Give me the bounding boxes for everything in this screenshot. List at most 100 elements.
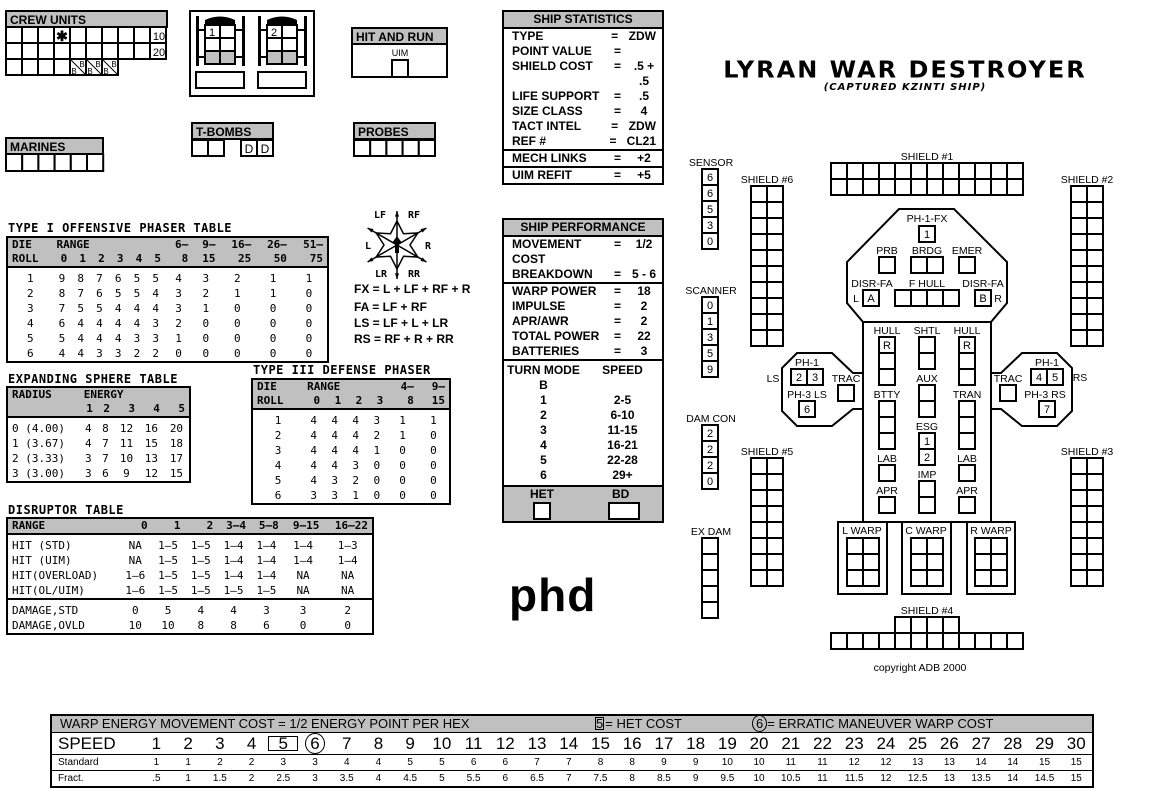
battery-box[interactable] [878,400,896,418]
shield-2-box[interactable] [1086,265,1104,283]
shield-6-box[interactable] [766,185,784,203]
shield-2-box[interactable] [1070,265,1088,283]
left-warp-box[interactable] [846,537,864,555]
shield-2-box[interactable] [1086,329,1104,347]
center-warp-box[interactable] [926,553,944,571]
bridge-box[interactable] [910,256,928,274]
left-tractor-box[interactable] [837,384,855,402]
shield-4-box[interactable] [910,616,928,634]
emergency-bridge-box[interactable] [958,256,976,274]
battery-box[interactable] [878,416,896,434]
shield-3-box[interactable] [1086,457,1104,475]
shield-2-box[interactable] [1086,281,1104,299]
shield-3-box[interactable] [1086,537,1104,555]
probe-box[interactable] [417,139,436,157]
shield-6-box[interactable] [766,217,784,235]
transporter-box[interactable] [958,432,976,450]
marine-box[interactable] [5,153,24,172]
excess-damage-track-box[interactable] [701,553,719,571]
forward-hull-box[interactable] [910,289,928,307]
shuttle-box[interactable] [266,37,283,52]
excess-damage-track-box[interactable] [701,601,719,619]
shield-2-box[interactable] [1070,297,1088,315]
crew-unit-box[interactable] [133,26,151,44]
crew-unit-box[interactable] [69,26,87,44]
shield-6-box[interactable] [766,297,784,315]
left-warp-box[interactable] [846,553,864,571]
shield-3-box[interactable] [1086,489,1104,507]
shield-4-box[interactable] [974,632,992,650]
crew-unit-box[interactable] [37,42,55,60]
crew-unit-box[interactable] [85,26,103,44]
battery-box[interactable] [878,432,896,450]
left-apr-box[interactable] [878,496,896,514]
shield-2-box[interactable] [1086,297,1104,315]
shield-6-box[interactable] [766,265,784,283]
marine-box[interactable] [37,153,56,172]
crew-unit-box[interactable] [117,42,135,60]
shield-5-box[interactable] [750,569,768,587]
crew-unit-box[interactable] [69,42,87,60]
excess-damage-track-box[interactable] [701,585,719,603]
shuttle-box[interactable] [219,24,236,39]
t-bomb-box[interactable] [207,139,225,157]
shuttle-box[interactable] [281,37,298,52]
shield-1-box[interactable] [926,178,944,196]
shield-6-box[interactable] [750,217,768,235]
shield-6-box[interactable] [750,313,768,331]
excess-damage-track-box[interactable] [701,537,719,555]
shield-5-box[interactable] [766,505,784,523]
shuttle-box[interactable] [918,352,936,370]
transporter-box[interactable] [958,400,976,418]
shield-6-box[interactable] [766,233,784,251]
left-warp-box[interactable] [862,553,880,571]
damage-control-track-box[interactable] [701,472,719,490]
probe-box[interactable] [369,139,388,157]
crew-unit-box[interactable] [85,42,103,60]
shield-3-box[interactable] [1086,569,1104,587]
shield-5-box[interactable] [750,473,768,491]
shield-5-box[interactable] [750,505,768,523]
bd-box[interactable] [624,502,640,520]
shield-2-box[interactable] [1070,185,1088,203]
crew-unit-box[interactable] [53,58,71,76]
shuttle-launch-box[interactable] [195,71,245,89]
shield-4-box[interactable] [878,632,896,650]
shield-6-box[interactable] [750,233,768,251]
ph3-left-box[interactable] [798,400,816,418]
probe-box[interactable] [401,139,420,157]
impulse-box[interactable] [918,480,936,498]
shield-1-box[interactable] [1006,178,1024,196]
shuttle-box[interactable] [281,24,298,39]
shield-5-box[interactable] [750,537,768,555]
shield-2-box[interactable] [1070,233,1088,251]
shield-4-box[interactable] [1006,632,1024,650]
excess-damage-track-box[interactable] [701,569,719,587]
shield-4-box[interactable] [894,632,912,650]
probe-launcher-box[interactable] [878,256,896,274]
shield-5-box[interactable] [766,473,784,491]
left-lab-box[interactable] [878,464,896,482]
ph1-right-box[interactable] [1046,368,1064,386]
shield-4-box[interactable] [910,632,928,650]
shield-1-box[interactable] [958,178,976,196]
crew-unit-box[interactable] [21,42,39,60]
shield-2-box[interactable] [1070,201,1088,219]
shield-6-box[interactable] [750,281,768,299]
right-tractor-box[interactable] [999,384,1017,402]
shield-5-box[interactable] [766,569,784,587]
dummy-t-bomb-box[interactable] [256,139,274,157]
shield-4-box[interactable] [862,632,880,650]
shield-1-box[interactable] [926,162,944,180]
shield-4-box[interactable] [894,616,912,634]
disruptor-right-box[interactable] [974,289,992,307]
shield-1-box[interactable] [910,178,928,196]
shield-1-box[interactable] [974,178,992,196]
shield-1-box[interactable] [878,178,896,196]
shuttle-box[interactable] [219,50,236,65]
center-warp-box[interactable] [910,553,928,571]
center-warp-box[interactable] [926,569,944,587]
forward-hull-box[interactable] [894,289,912,307]
shield-1-box[interactable] [990,162,1008,180]
right-hull-box[interactable] [958,368,976,386]
